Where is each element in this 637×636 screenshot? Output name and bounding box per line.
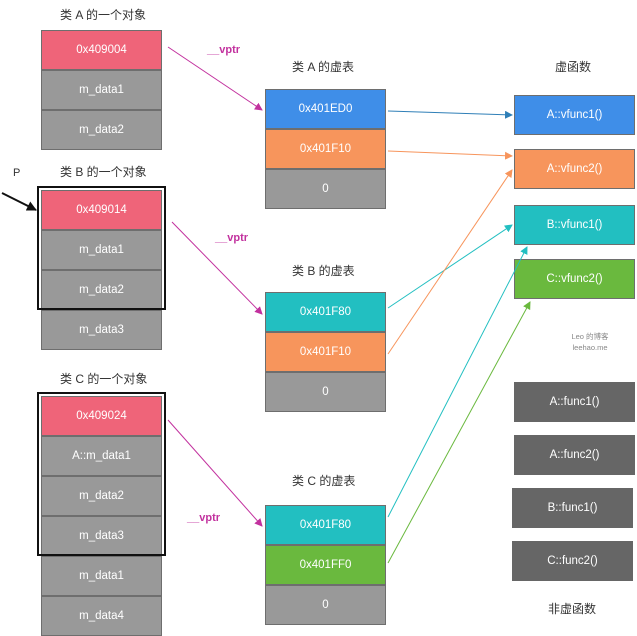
blog-watermark: Leo 的博客 leehao.me	[560, 331, 620, 353]
pointer-arrow	[1, 192, 37, 211]
pointer-label: P	[13, 167, 21, 179]
vtable-b-entry: 0x401F10	[265, 332, 386, 372]
vtable-a-entry: 0	[265, 169, 386, 209]
vtable-b-title: 类 B 的虚表	[292, 264, 355, 278]
vtable-a-arrow-vfunc2	[387, 150, 513, 160]
object-b-data-cell: m_data1	[41, 230, 162, 270]
vtable-b-entry: 0x401F80	[265, 292, 386, 332]
nonvirtual-function-c-func2: C::func2()	[512, 541, 633, 581]
object-b-title: 类 B 的一个对象	[60, 165, 147, 179]
vtable-c-entry: 0x401FF0	[265, 545, 386, 585]
vptr-label: __vptr	[215, 232, 249, 244]
blog-url: leehao.me	[572, 343, 608, 352]
object-c-data-cell: A::m_data1	[41, 436, 162, 476]
object-a-title: 类 A 的一个对象	[60, 8, 147, 22]
object-b-vptr-cell: 0x409014	[41, 190, 162, 230]
virtual-function-c-vfunc2: C::vfunc2()	[514, 259, 635, 299]
vtable-a-title: 类 A 的虚表	[292, 60, 355, 74]
nonvirtual-function-a-func1: A::func1()	[514, 382, 635, 422]
object-c-title: 类 C 的一个对象	[60, 372, 148, 386]
vtable-c-entry: 0	[265, 585, 386, 625]
nonvirtual-functions-title: 非虚函数	[548, 602, 597, 616]
virtual-functions-title: 虚函数	[555, 60, 592, 74]
vptr-label: __vptr	[187, 512, 221, 524]
vtable-c-entry: 0x401F80	[265, 505, 386, 545]
vptr-arrow-a	[167, 46, 263, 111]
object-a-vptr-cell: 0x409004	[41, 30, 162, 70]
object-c-data-cell: m_data1	[41, 556, 162, 596]
vtable-a-arrow-vfunc1	[387, 110, 513, 119]
object-a-data-cell: m_data2	[41, 110, 162, 150]
object-c-data-cell: m_data3	[41, 516, 162, 556]
object-b-data-cell: m_data3	[41, 310, 162, 350]
vtable-b-arrow-vfunc2	[387, 169, 513, 355]
vtable-c-arrow-vfunc2	[387, 301, 531, 564]
vtable-c-arrow-vfunc1	[387, 246, 528, 518]
object-c-data-cell: m_data2	[41, 476, 162, 516]
vtable-b-arrow-vfunc1	[387, 224, 513, 309]
object-a-data-cell: m_data1	[41, 70, 162, 110]
vtable-a-entry: 0x401ED0	[265, 89, 386, 129]
nonvirtual-function-a-func2: A::func2()	[514, 435, 635, 475]
virtual-function-a-vfunc1: A::vfunc1()	[514, 95, 635, 135]
vtable-c-title: 类 C 的虚表	[292, 474, 356, 488]
virtual-function-b-vfunc1: B::vfunc1()	[514, 205, 635, 245]
vptr-arrow-c	[167, 419, 263, 527]
object-c-data-cell: m_data4	[41, 596, 162, 636]
object-c-vptr-cell: 0x409024	[41, 396, 162, 436]
vptr-label: __vptr	[207, 44, 241, 56]
blog-name: Leo 的博客	[571, 332, 609, 341]
vtable-a-entry: 0x401F10	[265, 129, 386, 169]
nonvirtual-function-b-func1: B::func1()	[512, 488, 633, 528]
vptr-arrow-b	[171, 221, 263, 315]
vtable-b-entry: 0	[265, 372, 386, 412]
virtual-function-a-vfunc2: A::vfunc2()	[514, 149, 635, 189]
object-b-data-cell: m_data2	[41, 270, 162, 310]
